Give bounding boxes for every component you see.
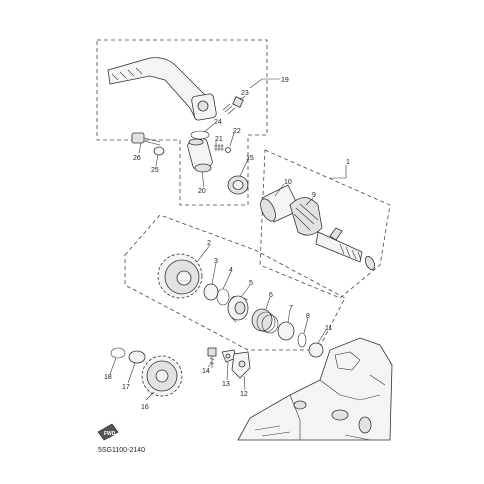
callout-26: 26 — [133, 155, 141, 162]
bolt-14 — [207, 347, 217, 368]
spring-6 — [251, 308, 279, 334]
washer-25 — [153, 146, 165, 156]
callout-25: 25 — [151, 167, 159, 174]
idler-gear-16 — [141, 355, 183, 397]
circlip-24 — [190, 130, 210, 140]
kick-pedal-group-outline — [96, 39, 268, 206]
washer-17 — [128, 350, 146, 364]
callout-2: 2 — [207, 240, 211, 247]
circlip-8 — [297, 332, 307, 348]
callout-14: 14 — [202, 368, 210, 375]
washer-3 — [203, 283, 219, 301]
ratchet-wheel-5 — [227, 295, 249, 323]
callout-17: 17 — [122, 384, 130, 391]
callout-18: 18 — [104, 374, 112, 381]
circlip-4 — [216, 288, 230, 306]
callout-21: 21 — [215, 136, 223, 143]
callout-4: 4 — [229, 267, 233, 274]
fwd-arrow-icon: FWD — [97, 423, 119, 441]
callout-23: 23 — [241, 90, 249, 97]
kick-gear-group-outline — [124, 214, 346, 351]
crankcase-outline — [237, 337, 393, 441]
callout-20: 20 — [198, 188, 206, 195]
callout-24: 24 — [214, 119, 222, 126]
callout-15: 15 — [246, 155, 254, 162]
oil-seal-15 — [227, 175, 249, 195]
kick-crank-boss — [187, 138, 213, 173]
callout-22: 22 — [233, 128, 241, 135]
kick-axle-assembly — [260, 184, 376, 270]
bolt-26 — [131, 132, 161, 146]
callout-19: 19 — [281, 77, 289, 84]
kick-pedal-lever — [107, 57, 217, 121]
callout-1: 1 — [346, 159, 350, 166]
callout-8: 8 — [306, 313, 310, 320]
ball-22 — [225, 147, 231, 153]
callout-10: 10 — [284, 179, 292, 186]
callout-5: 5 — [249, 280, 253, 287]
kick-axle-group-outline — [259, 149, 391, 299]
fwd-label: FWD — [104, 431, 116, 437]
kick-gear-2 — [157, 253, 203, 299]
washer-7 — [277, 321, 295, 341]
circlip-18 — [110, 347, 126, 359]
washer-11 — [308, 342, 324, 358]
callout-12: 12 — [240, 391, 248, 398]
leader-lines — [109, 78, 347, 401]
pin-21 — [214, 144, 224, 151]
callout-16: 16 — [141, 404, 149, 411]
callout-6: 6 — [269, 292, 273, 299]
callout-13: 13 — [222, 381, 230, 388]
bolt-23 — [222, 96, 244, 115]
plate-12 — [231, 351, 251, 379]
callout-7: 7 — [289, 305, 293, 312]
callout-11: 11 — [325, 325, 332, 332]
diagram-code: 5SG1100-2140 — [98, 447, 145, 454]
callout-9: 9 — [312, 192, 316, 199]
callout-3: 3 — [214, 258, 218, 265]
